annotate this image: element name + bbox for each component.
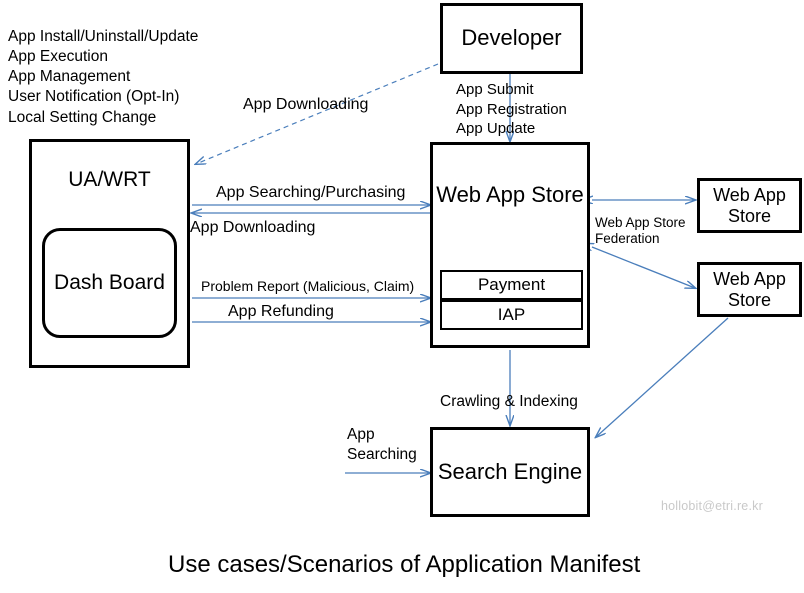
app-refunding-label: App Refunding <box>228 303 334 320</box>
node-iap-label: IAP <box>497 305 526 325</box>
node-payment-label: Payment <box>477 275 546 295</box>
node-dash-board[interactable]: Dash Board <box>42 228 177 338</box>
node-iap[interactable]: IAP <box>440 300 583 330</box>
node-ua-wrt-label: UA/WRT <box>68 168 151 191</box>
diagram-title: Use cases/Scenarios of Application Manif… <box>168 551 641 578</box>
app-searching-label: App Searching <box>347 426 417 464</box>
app-downloading-store-label: App Downloading <box>190 219 316 236</box>
node-federated-store-2[interactable]: Web App Store <box>697 262 802 317</box>
developer-to-store-label: App Submit App Registration App Update <box>456 81 567 137</box>
problem-report-label: Problem Report (Malicious, Claim) <box>201 278 415 294</box>
node-search-engine-label: Search Engine <box>437 458 583 484</box>
node-developer-label: Developer <box>461 25 562 51</box>
app-downloading-developer-label: App Downloading <box>243 96 369 113</box>
node-search-engine[interactable]: Search Engine <box>430 427 590 517</box>
arrow-federated-store-to-search-engine <box>596 317 729 437</box>
node-federated-store-1-label: Web App Store <box>713 185 786 226</box>
crawling-indexing-label: Crawling & Indexing <box>440 393 578 410</box>
node-federated-store-1[interactable]: Web App Store <box>697 178 802 233</box>
node-developer[interactable]: Developer <box>440 3 583 74</box>
node-dash-board-label: Dash Board <box>54 271 165 295</box>
federation-label: Web App Store Federation <box>595 215 686 247</box>
client-capabilities-label: App Install/Uninstall/Update App Executi… <box>8 28 199 126</box>
node-web-app-store-label: Web App Store <box>436 182 584 207</box>
node-payment[interactable]: Payment <box>440 270 583 300</box>
arrow-federation-store-2 <box>592 247 695 288</box>
node-federated-store-2-label: Web App Store <box>713 269 786 310</box>
watermark: hollobit@etri.re.kr <box>661 499 763 513</box>
app-searching-purchasing-label: App Searching/Purchasing <box>216 184 406 201</box>
